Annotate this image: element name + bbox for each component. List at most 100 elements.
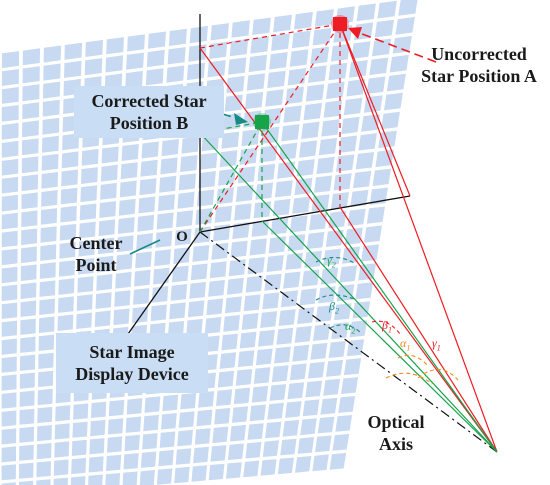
- grid-tile: [210, 445, 227, 462]
- grid-tile: [292, 196, 310, 214]
- grid-tile: [19, 408, 35, 425]
- grid-tile: [283, 271, 301, 289]
- grid-tile: [308, 65, 327, 83]
- grid-tile: [277, 457, 294, 475]
- grid-tile: [270, 217, 289, 235]
- optical-axis-line: [199, 231, 498, 453]
- grid-tile: [266, 255, 284, 272]
- grid-tile: [58, 278, 75, 295]
- grid-tile: [315, 435, 332, 453]
- grid-tile: [250, 36, 269, 54]
- leader-uncorrected: [356, 31, 437, 63]
- grid-tile: [80, 185, 98, 203]
- arc-beta2: [315, 294, 357, 301]
- grid-tile: [206, 298, 224, 316]
- star-a-marker: [331, 15, 349, 33]
- grid-tile: [162, 394, 179, 412]
- grid-tile: [107, 436, 123, 453]
- grid-tile: [285, 401, 302, 418]
- grid-tile: [353, 170, 372, 189]
- grid-tile: [271, 33, 290, 51]
- grid-tile: [355, 282, 373, 300]
- grid-tile: [140, 451, 157, 468]
- grid-tile: [155, 230, 173, 248]
- angle-alpha2: α2: [345, 319, 356, 336]
- grid-tile: [137, 214, 155, 232]
- grid-tile: [199, 152, 218, 170]
- grid-tile: [316, 156, 335, 175]
- grid-tile: [227, 443, 244, 461]
- grid-tile: [178, 173, 197, 191]
- grid-tile: [1, 320, 18, 337]
- grid-tile: [159, 175, 177, 193]
- grid-tile: [22, 102, 40, 120]
- grid-tile: [115, 271, 132, 289]
- grid-tile: [318, 137, 338, 156]
- grid-tile: [90, 401, 107, 418]
- grid-tile: [355, 152, 375, 170]
- grid-tile: [245, 441, 262, 459]
- grid-tile: [166, 65, 185, 83]
- grid-tile: [335, 415, 353, 432]
- grid-tile: [19, 390, 35, 407]
- grid-tile: [287, 234, 306, 252]
- grid-tile: [208, 279, 225, 297]
- grid-tile: [328, 210, 347, 229]
- grid-tile: [180, 155, 198, 172]
- grid-tile: [134, 269, 151, 287]
- grid-tile: [302, 399, 320, 417]
- grid-tile: [305, 84, 325, 102]
- grid-tile: [328, 341, 346, 358]
- grid-tile: [20, 246, 37, 264]
- grid-tile: [198, 391, 215, 408]
- grid-tile: [43, 81, 61, 99]
- grid-tile: [221, 333, 238, 351]
- grid-tile: [372, 168, 391, 186]
- grid-tile: [55, 405, 71, 422]
- grid-tile: [361, 114, 380, 132]
- grid-tile: [231, 20, 250, 38]
- grid-tile: [158, 449, 174, 467]
- grid-tile: [153, 267, 170, 285]
- grid-tile: [42, 135, 59, 153]
- grid-tile: [124, 434, 140, 452]
- angle-beta1: β1: [382, 318, 392, 335]
- grid-tile: [258, 329, 275, 347]
- grid-tile: [116, 253, 133, 271]
- grid-tile: [175, 448, 192, 465]
- grid-tile: [21, 174, 39, 192]
- grid-tile: [60, 205, 77, 223]
- grid-tile: [332, 433, 350, 451]
- grid-tile: [395, 16, 415, 35]
- grid-tile: [241, 313, 259, 330]
- grid-tile: [229, 38, 249, 57]
- label-optical-axis: Optical Axis: [367, 412, 425, 454]
- grid-tile: [1, 176, 19, 194]
- grid-tile: [38, 370, 54, 388]
- grid-tile: [39, 280, 56, 297]
- grid-tile: [248, 54, 268, 73]
- grid-tile: [146, 49, 165, 68]
- angle-alpha1: α1: [400, 336, 411, 353]
- grid-tile: [247, 257, 265, 275]
- grid-tile: [223, 315, 240, 332]
- grid-tile: [257, 163, 276, 182]
- grid-tile: [21, 156, 39, 174]
- grid-tile: [43, 63, 61, 81]
- grid-tile: [1, 51, 20, 69]
- grid-tile: [279, 142, 298, 161]
- grid-tile: [252, 17, 271, 35]
- grid-tile: [273, 14, 292, 33]
- grid-tile: [243, 460, 260, 478]
- grid-tile: [259, 145, 278, 163]
- grid-tile: [19, 462, 34, 479]
- grid-tile: [198, 171, 216, 189]
- grid-tile: [1, 266, 18, 284]
- grid-tile: [113, 308, 130, 326]
- green-ray-to-axis: [261, 220, 498, 453]
- grid-tile: [142, 433, 158, 450]
- grid-tile: [150, 304, 167, 322]
- grid-tile: [1, 69, 20, 86]
- grid-tile: [276, 327, 294, 345]
